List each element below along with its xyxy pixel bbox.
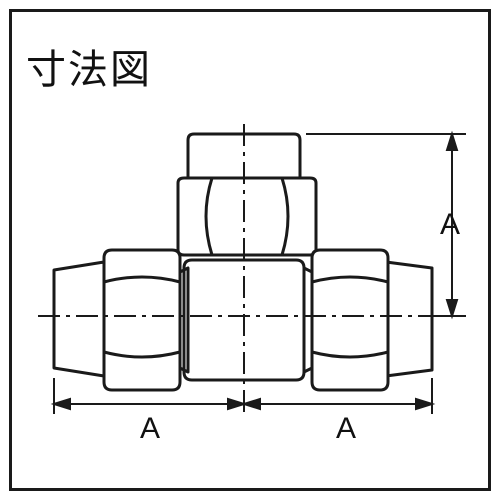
right-arrow-left	[240, 397, 261, 411]
left-hex-facet-top	[103, 275, 181, 284]
vertical-arrow-top	[445, 130, 459, 151]
dimension-label-left: A	[140, 412, 160, 445]
right-collar	[302, 266, 313, 374]
left-hex-nut	[102, 248, 182, 392]
left-arrow-right	[227, 397, 248, 411]
left-arrow-left	[50, 397, 71, 411]
right-arrow-right	[415, 397, 436, 411]
left-collar	[179, 266, 190, 374]
dimension-label-right: A	[336, 412, 356, 445]
left-pipe-end	[52, 260, 106, 378]
top-hex-nut	[176, 176, 318, 257]
vertical-arrow-bottom	[445, 299, 459, 320]
dimension-label-vertical: A	[440, 208, 460, 241]
left-hex-facet-bottom	[103, 350, 181, 359]
right-hex-facet-bottom	[311, 350, 389, 359]
right-pipe-end	[384, 260, 434, 378]
top-hex-facet-left	[204, 177, 214, 256]
border	[9, 9, 491, 491]
right-hex-nut	[310, 248, 390, 392]
right-hex-facet-top	[311, 275, 389, 284]
top-hex-facet-right	[280, 177, 290, 256]
drawing-title: 寸法図	[26, 47, 152, 93]
